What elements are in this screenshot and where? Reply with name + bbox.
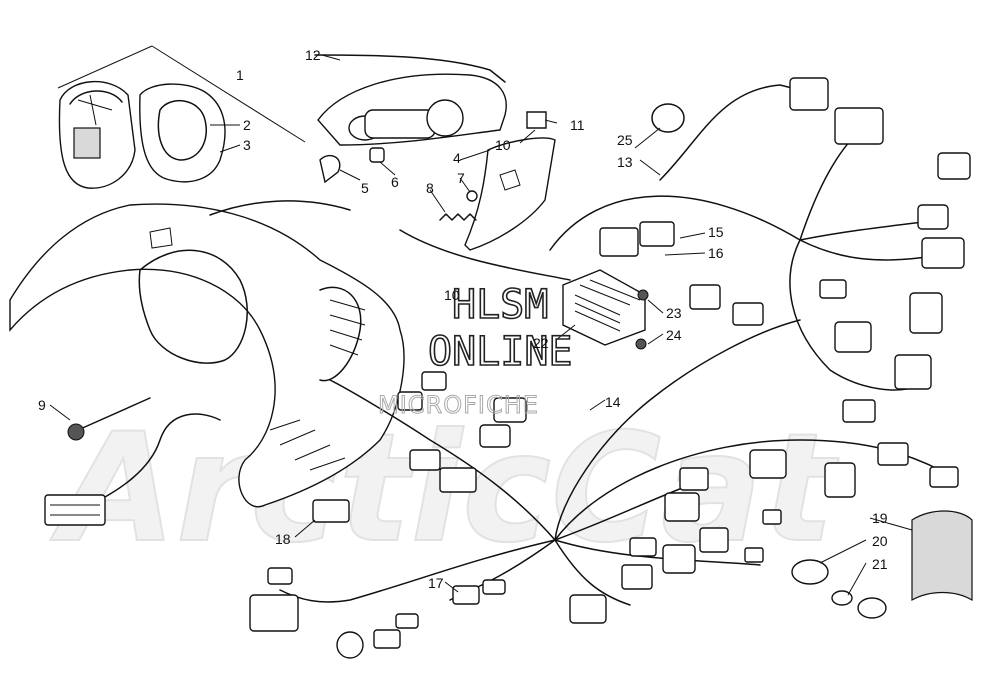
part-label: 11 [570, 117, 585, 133]
leader-lines [49, 54, 913, 596]
watermark-line3: MICROFICHE [378, 391, 539, 419]
part-label: 24 [666, 327, 682, 343]
watermark-line2: ONLINE [428, 329, 573, 375]
part-label: 15 [708, 224, 724, 240]
part-label: 5 [361, 180, 369, 196]
part-label: 10 [495, 137, 511, 153]
part-label: 22 [533, 335, 549, 351]
instrument-cluster [57, 45, 306, 189]
part-label: 16 [708, 245, 724, 261]
left-harness [44, 413, 350, 526]
part-label: 12 [305, 47, 321, 63]
part-label: 10 [444, 287, 460, 303]
part-label: 21 [872, 556, 888, 572]
part-label: 17 [428, 575, 444, 591]
part-label: 14 [605, 394, 621, 410]
part-label: 19 [872, 510, 888, 526]
part-label: 8 [426, 180, 434, 196]
watermark-line1: HLSM [452, 282, 548, 328]
front-fairing [9, 203, 405, 508]
headlight-assembly [314, 54, 547, 184]
part-label: 4 [453, 150, 461, 166]
part-label: 6 [391, 174, 399, 190]
part-label: 3 [243, 137, 251, 153]
mounting-screw [67, 397, 151, 441]
part-label: 9 [38, 397, 46, 413]
connectors [249, 77, 971, 659]
part-label: 7 [457, 170, 465, 186]
part-label: 13 [617, 154, 633, 170]
part-label: 2 [243, 117, 251, 133]
part-label: 20 [872, 533, 888, 549]
relays [599, 221, 675, 257]
part-label: 1 [236, 67, 244, 83]
misc-parts [635, 103, 973, 619]
part-label: 25 [617, 132, 633, 148]
part-label: 23 [666, 305, 682, 321]
part-label: 18 [275, 531, 291, 547]
voltage-regulator [562, 269, 646, 346]
side-cover [439, 137, 556, 251]
